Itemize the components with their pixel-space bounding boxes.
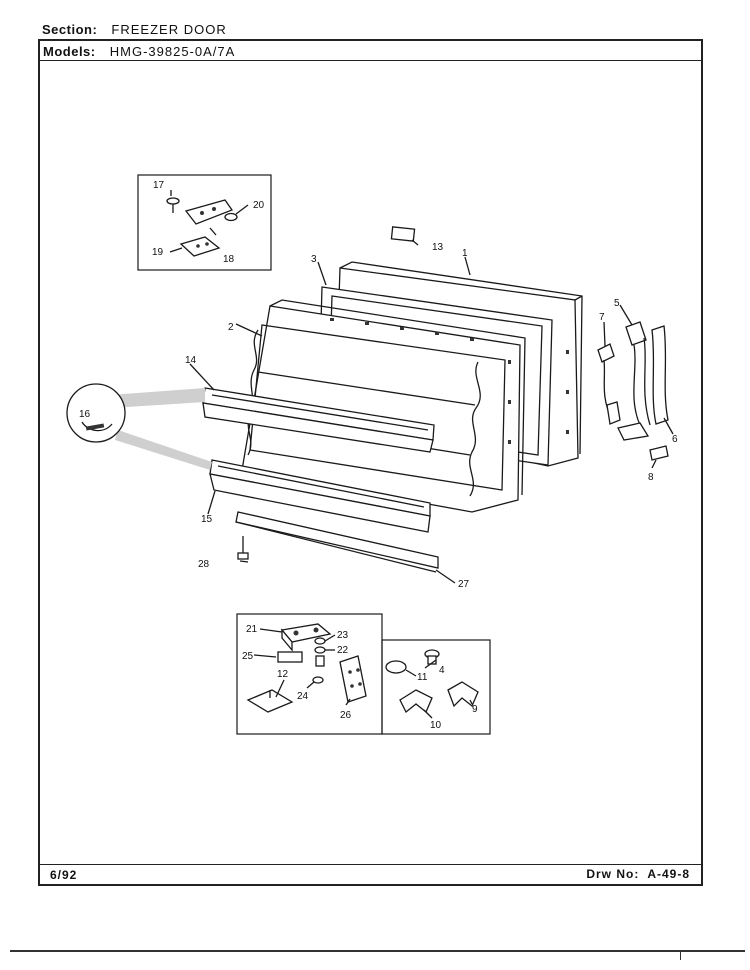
part-19-shim (179, 236, 221, 257)
hinge-inset-box (137, 174, 272, 271)
callout-24: 24 (297, 691, 309, 702)
callout-13: 13 (432, 242, 444, 253)
callout-17: 17 (153, 180, 165, 191)
part-7-hinge-bracket (597, 343, 621, 425)
footer-drawing-number: Drw No: A-49-8 (586, 867, 690, 881)
part-8-hinge-pin-plate (649, 445, 669, 461)
part-10-trim-clip (399, 689, 433, 714)
callout-15: 15 (201, 514, 213, 525)
callout-21: 21 (246, 624, 258, 635)
callout-23: 23 (337, 630, 349, 641)
drawing-frame (38, 39, 703, 886)
models-value: HMG-39825-0A/7A (109, 44, 236, 59)
section-label: Section: (42, 22, 98, 37)
callout-14: 14 (185, 355, 197, 366)
part-2-inner-door-liner (241, 299, 569, 513)
callout-10: 10 (430, 720, 442, 731)
callout-16: 16 (79, 409, 91, 420)
footer-divider (38, 864, 703, 865)
part-17-screw (166, 197, 180, 213)
bottom-tick (680, 950, 681, 960)
part-13-label-plate (390, 226, 416, 242)
part-21-hinge-block (280, 623, 332, 652)
callout-9: 9 (472, 704, 478, 715)
drawing-label: Drw No: (586, 867, 640, 881)
section-header: Section: FREEZER DOOR (42, 22, 227, 37)
callout-20: 20 (253, 200, 265, 211)
section-value: FREEZER DOOR (111, 22, 227, 37)
callout-25: 25 (242, 651, 254, 662)
callout-18: 18 (223, 254, 235, 265)
part-12-bracket (246, 689, 294, 713)
bottom-rule (10, 950, 745, 952)
callout-26: 26 (340, 710, 352, 721)
part-26-hinge-plate (339, 655, 367, 703)
models-label: Models: (43, 44, 96, 59)
callout-22: 22 (337, 645, 349, 656)
callout-5: 5 (614, 298, 620, 309)
part-15-shelf-bar (209, 459, 431, 533)
callout-27: 27 (458, 579, 470, 590)
part-24-washer (312, 676, 324, 684)
lower-trim-inset-box (381, 639, 491, 735)
part-20-washer (224, 212, 238, 222)
callout-2: 2 (228, 322, 234, 333)
part-5-hinge-bracket (617, 321, 651, 441)
part-22-23-washers (314, 637, 326, 667)
models-divider (38, 60, 703, 61)
callout-19: 19 (152, 247, 164, 258)
part-11-cap (385, 660, 407, 674)
part-28-screw (237, 536, 249, 560)
part-18-hinge-plate (184, 199, 234, 225)
part-6-hinge-cover (651, 325, 669, 425)
drawing-value: A-49-8 (647, 867, 690, 881)
part-4-plug (424, 649, 440, 665)
callout-7: 7 (599, 312, 605, 323)
callout-6: 6 (672, 434, 678, 445)
models-header: Models: HMG-39825-0A/7A (43, 44, 235, 59)
callout-28: 28 (198, 559, 210, 570)
part-25-spacer (277, 651, 303, 663)
callout-1: 1 (462, 248, 468, 259)
callout-12: 12 (277, 669, 289, 680)
part-27-bottom-trim (235, 511, 439, 573)
part-16-detail-callout (66, 383, 212, 470)
footer-date: 6/92 (50, 868, 78, 882)
callout-11: 11 (417, 672, 428, 683)
part-9-trim-clip (447, 681, 479, 708)
callout-4: 4 (439, 665, 445, 676)
callout-3: 3 (311, 254, 317, 265)
callout-8: 8 (648, 472, 654, 483)
